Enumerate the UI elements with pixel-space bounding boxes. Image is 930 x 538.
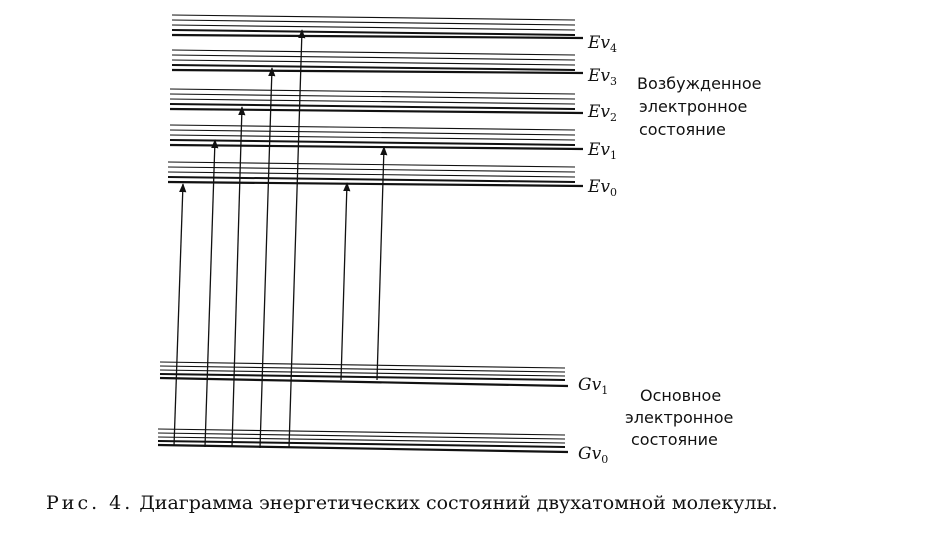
level-band-ev2 — [169, 88, 584, 115]
level-band-gv1 — [159, 361, 569, 388]
level-line-gv1-3 — [159, 373, 566, 381]
transition-arrow-5 — [340, 182, 351, 381]
figure-number: Рис. 4. — [46, 492, 134, 514]
level-bands — [157, 14, 584, 454]
excited-state-line-2: электронное — [639, 97, 747, 116]
level-base-ev2 — [169, 107, 584, 115]
level-line-ev4-3 — [171, 29, 576, 36]
level-line-ev0-2 — [167, 171, 576, 178]
level-line-ev3-3 — [171, 64, 576, 71]
level-line-gv1-0 — [159, 361, 566, 369]
transition-arrow-4 — [288, 29, 306, 449]
level-line-ev0-3 — [167, 176, 576, 183]
level-base-gv1 — [159, 376, 569, 388]
level-label-ev1: Ev1 — [587, 140, 617, 162]
level-line-ev1-3 — [169, 139, 576, 146]
level-base-ev0 — [167, 180, 584, 188]
level-label-gv0: Gv0 — [578, 444, 608, 466]
level-label-ev3: Ev3 — [587, 66, 617, 88]
level-band-ev0 — [167, 161, 584, 188]
level-line-ev4-0 — [171, 14, 576, 21]
level-label-ev0: Ev0 — [587, 177, 617, 199]
level-line-gv0-2 — [157, 436, 566, 444]
level-band-ev3 — [171, 49, 584, 75]
level-line-ev1-1 — [169, 129, 576, 136]
level-line-ev1-2 — [169, 134, 576, 141]
ground-state-line-2: электронное — [625, 408, 733, 427]
level-line-ev3-0 — [171, 49, 576, 56]
level-line-ev4-1 — [171, 19, 576, 26]
transition-arrow-6 — [376, 146, 388, 381]
level-line-gv0-0 — [157, 428, 566, 436]
level-line-gv0-3 — [157, 440, 566, 448]
level-base-ev4 — [171, 33, 584, 40]
level-line-ev3-1 — [171, 54, 576, 61]
excited-state-line-1: Возбужденное — [637, 74, 761, 93]
level-line-ev3-2 — [171, 59, 576, 66]
level-band-ev1 — [169, 124, 584, 151]
transition-arrows — [173, 29, 388, 449]
level-line-ev0-1 — [167, 166, 576, 173]
ground-state-line-1: Основное — [640, 386, 721, 405]
excited-state-line-3: состояние — [639, 120, 726, 139]
level-label-ev4: Ev4 — [587, 33, 617, 55]
figure-caption-text: Диаграмма энергетических состояний двуха… — [139, 492, 778, 514]
transition-arrow-0 — [173, 183, 187, 447]
ground-state-line-3: состояние — [631, 430, 718, 449]
level-band-gv0 — [157, 428, 569, 454]
level-base-ev3 — [171, 68, 584, 75]
level-line-ev2-2 — [169, 98, 576, 105]
level-line-ev2-3 — [169, 103, 576, 110]
level-line-ev2-0 — [169, 88, 576, 95]
level-line-gv1-2 — [159, 369, 566, 377]
level-line-gv1-1 — [159, 365, 566, 373]
transition-arrow-3 — [259, 67, 276, 449]
level-line-ev0-0 — [167, 161, 576, 168]
transition-arrow-1 — [204, 139, 219, 448]
level-label-gv1: Gv1 — [578, 375, 608, 397]
level-band-ev4 — [171, 14, 584, 40]
level-label-ev2: Ev2 — [587, 102, 617, 124]
level-line-ev1-0 — [169, 124, 576, 131]
figure-caption: Рис. 4. Диаграмма энергетических состоян… — [46, 492, 906, 514]
level-line-ev4-2 — [171, 24, 576, 31]
level-base-ev1 — [169, 143, 584, 151]
level-line-ev2-1 — [169, 93, 576, 100]
level-line-gv0-1 — [157, 432, 566, 440]
transition-arrow-2 — [231, 106, 246, 448]
level-base-gv0 — [157, 443, 569, 454]
